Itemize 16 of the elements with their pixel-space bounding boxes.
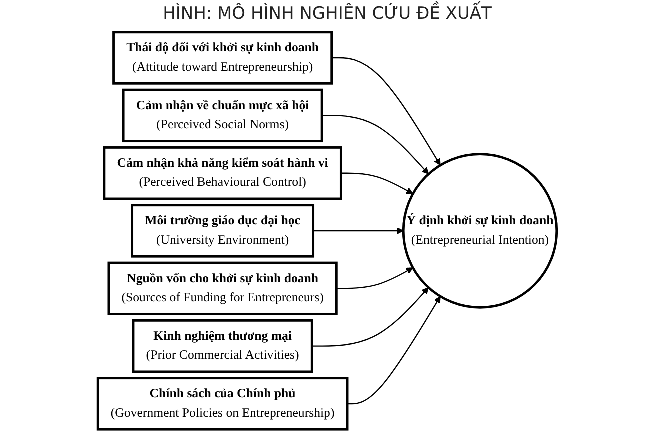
node-circle: Ý định khởi sự kinh doanh (Entrepreneurial Intention) [402, 153, 558, 309]
arrow [312, 287, 430, 347]
arrow [332, 57, 441, 166]
arrow [313, 227, 404, 235]
node-box: Thái độ đối với khởi sự kinh doanh (Attitude toward Entrepreneurship) [112, 31, 334, 85]
node-box: Kinh nghiệm thương mại (Prior Commercial Activities) [132, 320, 314, 374]
diagram-title: HÌNH: MÔ HÌNH NGHIÊN CỨU ĐỀ XUẤT [0, 4, 655, 24]
arrow [348, 296, 441, 405]
arrow [341, 172, 414, 194]
node-box: Chính sách của Chính phủ (Government Policies on Entrepreneurship) [96, 377, 349, 431]
node-box: Nguồn vốn cho khởi sự kinh doanh (Sources of Funding for Entrepreneurs) [108, 262, 338, 316]
arrow [322, 115, 430, 175]
node-box: Cảm nhận về chuẩn mực xã hội (Perceived Social Norms) [122, 88, 324, 143]
node-box: Môi trường giáo dục đại học (University Environment) [131, 204, 314, 258]
arrow [336, 268, 414, 290]
node-box: Cảm nhận khả năng kiểm soát hành vi (Perceived Behavioural Control) [103, 146, 342, 200]
